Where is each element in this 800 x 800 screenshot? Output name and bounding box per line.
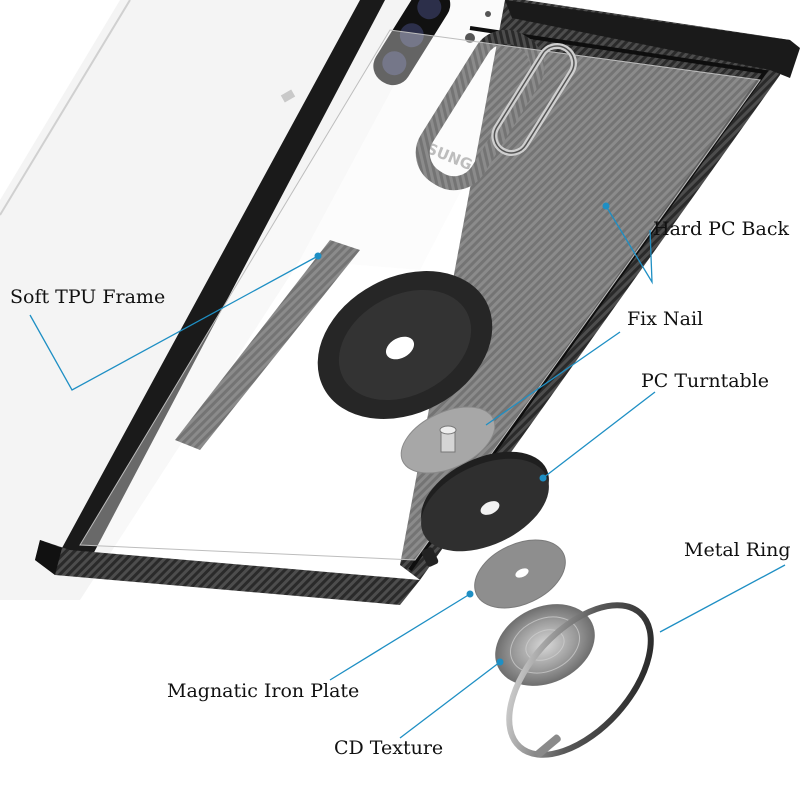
label-soft-tpu-frame: Soft TPU Frame: [10, 286, 166, 308]
leader-line-fix-nail: [485, 331, 621, 426]
label-fix-nail: Fix Nail: [627, 308, 704, 330]
label-magnatic-iron-plate: Magnatic Iron Plate: [167, 680, 360, 702]
leader-line-metal-ring: [659, 564, 786, 633]
label-metal-ring: Metal Ring: [684, 539, 791, 561]
leader-line-pc-turntable: [542, 391, 656, 479]
fix-nail-part: [400, 406, 496, 474]
leader-line-soft-tpu-frame: [29, 255, 319, 391]
mounted-turntable: [317, 271, 493, 419]
metal-ring-part: [506, 602, 654, 758]
leader-line-magnatic-iron-plate: [329, 593, 471, 681]
label-pc-turntable: PC Turntable: [641, 370, 770, 392]
leader-lines: [29, 202, 786, 739]
camera-ring-stand: [491, 43, 577, 156]
label-hard-pc-back: Hard PC Back: [653, 218, 789, 240]
leader-line-cd-texture: [399, 661, 501, 739]
pc-turntable-part: [421, 451, 549, 567]
label-cd-texture: CD Texture: [334, 737, 444, 759]
magnetic-iron-plate-part: [474, 539, 566, 609]
leader-line-hard-pc-back: [605, 205, 653, 285]
